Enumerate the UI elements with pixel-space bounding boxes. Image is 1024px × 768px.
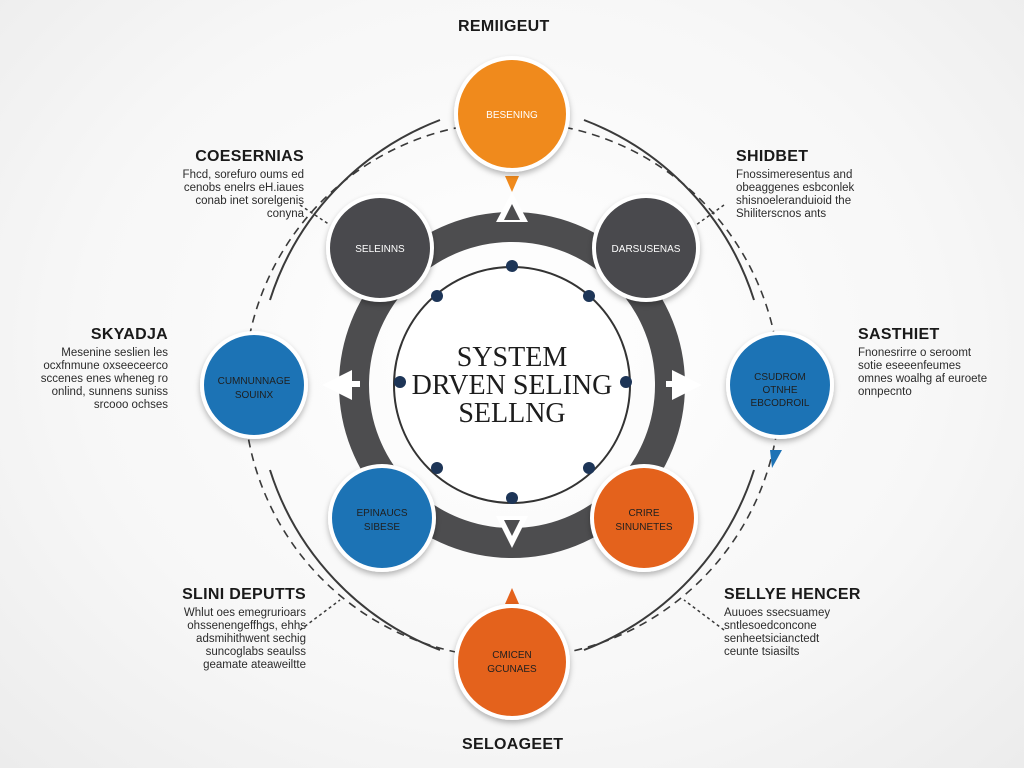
node-lower-right [590,464,698,572]
node-lower-left [328,464,436,572]
node-right-label-line3: EBCODROIL [751,398,810,409]
node-bottom-label-line1: CMICEN [492,650,531,661]
node-left-label-line1: CUMNUNNAGE [218,376,291,387]
ring-dot [394,376,406,388]
label-line: Fnossimeresentus and [736,169,853,181]
node-upper-left-label: SELEINNS [355,244,405,255]
label-mid-right-title: SASTHIET [858,326,940,343]
label-lower-right: SELLYE HENCER Auuoes ssecsuamey sntlesoe… [724,586,861,659]
label-lower-left-title: SLINI DEPUTTS [182,586,306,603]
label-line: sntlesoedconcone [724,620,817,632]
ring-dot [583,290,595,302]
label-line: Mesenine seslien les [61,347,168,359]
pointer-bottom [505,588,519,604]
ring-arrow-right [672,370,702,400]
label-line: Whlut oes emegrurioars [183,607,306,619]
outer-arc-lower-left [269,469,441,651]
ring-dot [431,290,443,302]
label-line: Fhcd, sorefuro oums ed [182,169,304,181]
label-line: onlind, sunnens suniss [51,386,168,398]
outer-arc-lower-right [583,469,755,651]
label-line: onnpecnto [858,386,912,398]
label-line: conyna [266,208,304,220]
label-line: suncoglabs seaulss [205,646,306,658]
node-upper-left [326,194,434,302]
node-lower-left-label-line2: SIBESE [364,522,400,533]
label-lower-right-title: SELLYE HENCER [724,586,861,603]
ring-arrow-bottom-inner [504,520,520,536]
label-line: adsmihithwent sechig [196,633,306,645]
label-upper-left-title: COESERNIAS [195,148,304,165]
label-line: Shiliterscnos ants [736,208,827,220]
label-line: ceunte tsiasilts [724,646,800,658]
node-lower-left-label-line1: EPINAUCS [356,508,407,519]
center-title-line1: SYSTEM [457,342,568,373]
label-line: omnes woalhg af euroete [858,373,988,385]
node-left-label-line2: SOUINX [235,390,274,401]
ring-dash-right [666,381,686,387]
outer-arc-right [583,119,755,301]
node-upper-right-label: DARSUSENAS [612,244,681,255]
ring-arrow-top-inner [504,204,520,220]
label-lower-left: SLINI DEPUTTS Whlut oes emegrurioars ohs… [182,586,306,672]
connector-lower-left [299,599,341,631]
label-line: srcooo ochses [93,399,168,411]
label-line: sotie eseeenfeumes [858,360,961,372]
ring-dot [506,260,518,272]
label-line: sccenes enes wheneg ro [40,373,168,385]
label-upper-right: SHIDBET Fnossimeresentus and obeaggenes … [736,148,855,221]
node-top [454,56,570,172]
label-line: geamate ateaweiltte [203,659,306,671]
center-title-line3: SELLNG [458,398,565,429]
top-title: REMIIGEUT [458,18,550,35]
ring-dash-left [340,381,360,387]
node-top-label: BESENING [486,110,538,121]
pointer-top [505,176,519,192]
ring-dot [620,376,632,388]
connector-upper-left [299,204,331,226]
label-line: senheetsicianctedt [724,633,820,645]
node-right-label-line1: CSUDROM [754,372,806,383]
ring-arrow-left [322,370,352,400]
ring-dot [506,492,518,504]
label-mid-left-title: SKYADJA [90,326,168,343]
label-line: Fnonesrirre o seroomt [858,347,972,359]
label-mid-right: SASTHIET Fnonesrirre o seroomt sotie ese… [858,326,988,399]
node-left [200,331,308,439]
label-upper-right-title: SHIDBET [736,148,809,165]
ring-dot [583,462,595,474]
label-upper-left: COESERNIAS Fhcd, sorefuro oums ed cenobs… [182,148,304,221]
node-lower-right-label-line2: SINUNETES [615,522,673,533]
label-line: shisnoeleranduioid the [736,195,852,207]
ring-dot [431,462,443,474]
label-line: Auuoes ssecsuamey [724,607,831,619]
label-line: conab inet sorelgenis [195,195,304,207]
label-line: ocxfnmune oxseeceerco [43,360,168,372]
center-title-line2: DRVEN SELING [412,370,613,401]
outer-arc-left [269,119,441,301]
label-line: obeaggenes esbconlek [736,182,855,194]
node-upper-right [592,194,700,302]
pointer-right [770,450,782,468]
node-bottom-label-line2: GCUNAES [487,664,537,675]
node-bottom [454,604,570,720]
node-right [726,331,834,439]
bottom-title: SELOAGEET [462,736,564,753]
node-right-label-line2: OTNHE [763,385,798,396]
connector-lower-right [683,599,725,631]
label-line: cenobs enelrs eH.iaues [183,182,304,194]
label-line: ohssenengeffhgs, ehhs [187,620,306,632]
node-lower-right-label-line1: CRIRE [628,508,659,519]
label-mid-left: SKYADJA Mesenine seslien les ocxfnmune o… [40,326,168,412]
